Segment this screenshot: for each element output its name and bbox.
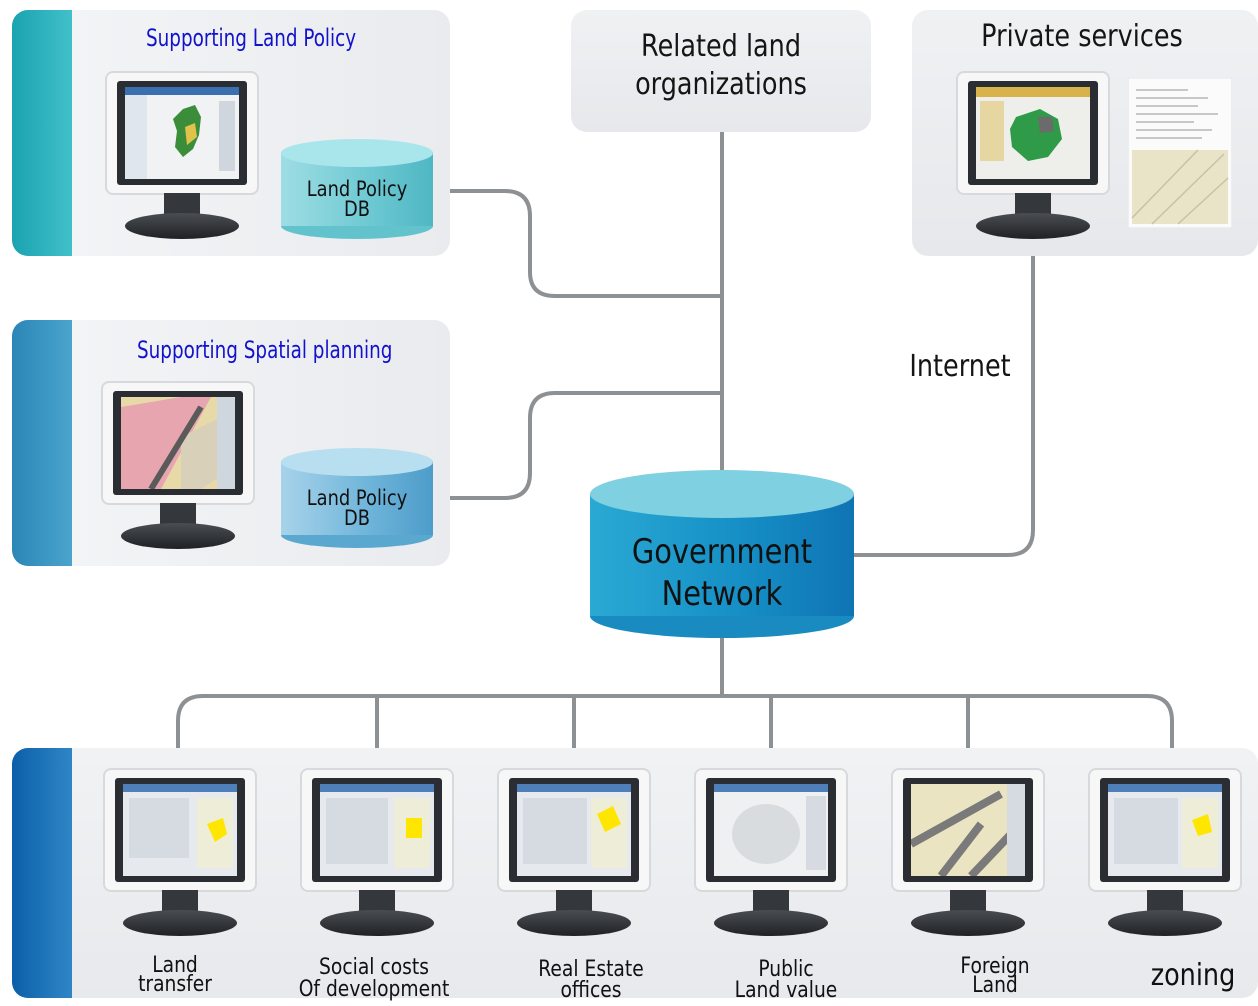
map-screen	[976, 87, 1090, 179]
map-screen	[517, 784, 631, 876]
service-label-land-transfer-1: Land	[152, 953, 198, 978]
service-label-real-estate-1: Real Estate	[538, 957, 644, 982]
monitor-zoning	[1090, 770, 1240, 940]
map-screen	[320, 784, 434, 876]
service-label-real-estate-2: offices	[560, 978, 622, 1003]
service-label-land-transfer-2: transfer	[138, 972, 212, 997]
panel-title-land-policy: Supporting Land Policy	[146, 24, 357, 52]
spatial-planning-db-icon: Land Policy DB	[281, 448, 433, 548]
monitor-spatial-planning	[103, 383, 253, 553]
monitor-land-policy	[107, 73, 257, 243]
accent-bar	[12, 320, 72, 566]
private-services-title: Private services	[981, 19, 1183, 54]
land-policy-db-icon: Land Policy DB	[281, 139, 433, 239]
db-label-line1: Land Policy	[306, 486, 408, 510]
service-label-social-costs-1: Social costs	[319, 955, 429, 980]
document-thumbnail	[1128, 78, 1232, 228]
panel-related-land	[571, 10, 871, 132]
accent-bar	[12, 748, 72, 998]
line-bus	[176, 694, 1174, 767]
related-land-title-line1: Related land	[640, 29, 802, 64]
service-label-social-costs-2: Of development	[298, 977, 450, 1002]
db-label-line2: DB	[343, 506, 370, 530]
monitor-real-estate	[499, 770, 649, 940]
monitor-social-costs	[302, 770, 452, 940]
monitor-private-services	[958, 73, 1108, 243]
map-screen	[714, 784, 828, 876]
line-private-to-network	[850, 228, 1035, 557]
map-screen	[125, 87, 239, 179]
line-spatial-db-to-trunk	[430, 391, 724, 500]
government-network-icon: Government Network	[590, 470, 854, 638]
monitor-land-transfer	[105, 770, 255, 940]
map-screen	[123, 784, 237, 876]
monitor-foreign-land	[893, 770, 1043, 940]
related-land-title-line2: organizations	[635, 67, 807, 102]
accent-bar	[12, 10, 72, 256]
service-label-public-land-2: Land value	[734, 978, 838, 1003]
network-label-line2: Network	[661, 574, 783, 614]
db-label-line1: Land Policy	[306, 177, 408, 201]
db-label-line2: DB	[343, 197, 370, 221]
service-label-public-land-1: Public	[758, 957, 814, 982]
line-policy-db-to-trunk	[430, 189, 724, 298]
service-label-zoning: zoning	[1150, 958, 1236, 993]
map-screen	[1108, 784, 1222, 876]
map-screen	[911, 784, 1025, 876]
service-label-foreign-land-2: Land	[972, 973, 1018, 998]
map-screen	[121, 397, 235, 489]
service-label-foreign-land-1: Foreign	[960, 954, 1030, 979]
network-label-line1: Government	[631, 532, 813, 572]
internet-label: Internet	[909, 349, 1011, 384]
panel-title-spatial-planning: Supporting Spatial planning	[137, 336, 393, 364]
monitor-public-land-value	[696, 770, 846, 940]
